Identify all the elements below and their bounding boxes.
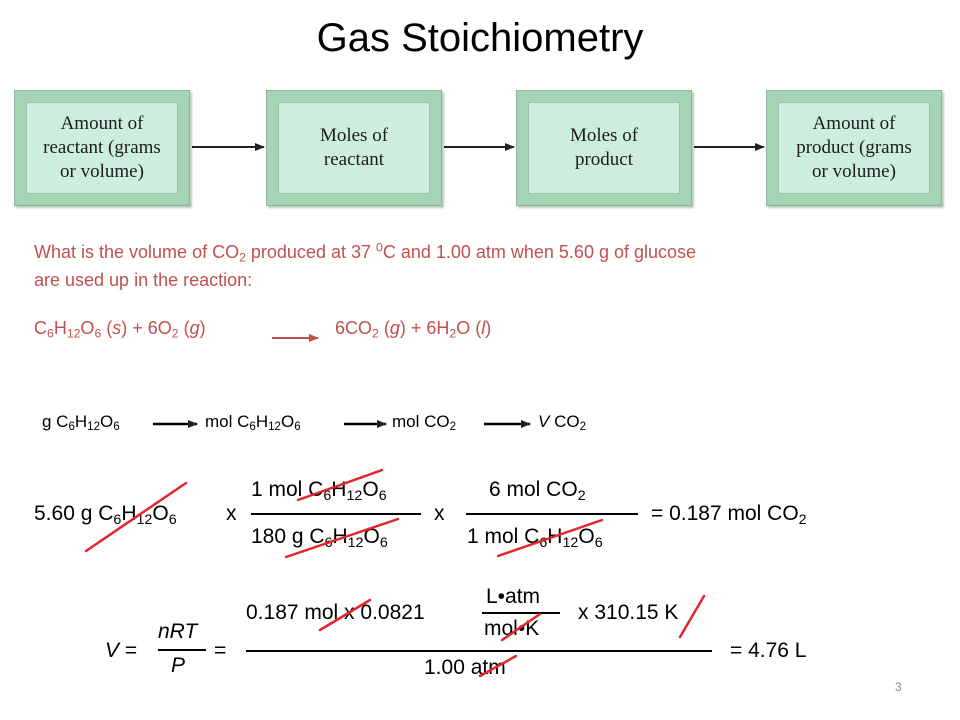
reaction-reactants: C6H12O6 (s) + 6O2 (g) — [34, 318, 206, 341]
gas-unit-numerator: L•atm — [486, 585, 541, 608]
flow-box-amount-product: Amount of product (grams or volume) — [766, 90, 942, 206]
flow-box-amount-reactant: Amount of reactant (grams or volume) — [14, 90, 190, 206]
flow-box-label: Amount of reactant (grams or volume) — [43, 113, 161, 182]
flow-box-label: Moles of reactant — [319, 125, 389, 170]
fraction-2-numerator: 6 mol CO2 — [489, 478, 586, 504]
flow-box-label: Moles of product — [569, 125, 639, 170]
multiply-sign-1: x — [226, 502, 237, 525]
conversion-start: 5.60 g C6H12O6 — [34, 502, 177, 528]
fraction-2-denominator: 1 mol C6H12O6 — [467, 525, 603, 551]
question-line-1: What is the volume of CO2 produced at 37… — [34, 240, 697, 265]
question-line-2: are used up in the reaction: — [34, 270, 253, 290]
gas-numerator-left: 0.187 mol x 0.0821 — [246, 601, 425, 624]
path-step-mol-glucose: mol C6H12O6 — [205, 412, 301, 434]
fraction-1-numerator: 1 mol C6H12O6 — [251, 478, 387, 504]
flow-box-label: Amount of product (grams or volume) — [796, 113, 912, 182]
strike-k — [678, 594, 706, 639]
slide-title: Gas Stoichiometry — [316, 16, 644, 60]
multiply-sign-2: x — [434, 502, 445, 525]
gas-denominator: 1.00 atm — [424, 656, 506, 679]
conversion-result: = 0.187 mol CO2 — [651, 502, 807, 528]
ideal-gas-p: P — [171, 654, 186, 677]
gas-numerator-right: x 310.15 K — [578, 601, 679, 624]
gas-unit-bar — [482, 612, 560, 614]
ideal-gas-bar — [158, 649, 206, 651]
fraction-1-denominator: 180 g C6H12O6 — [251, 525, 388, 551]
path-step-mol-co2: mol CO2 — [392, 412, 457, 434]
fraction-1-bar — [251, 513, 421, 515]
fraction-2-bar — [466, 513, 638, 515]
flow-box-moles-product: Moles of product — [516, 90, 692, 206]
path-step-volume-co2: V CO2 — [538, 412, 586, 434]
gas-main-bar — [246, 650, 712, 652]
flow-box-moles-reactant: Moles of reactant — [266, 90, 442, 206]
gas-unit-denominator: mol•K — [484, 617, 540, 640]
ideal-gas-v-equals: V = — [105, 639, 138, 662]
ideal-gas-equals: = — [214, 639, 227, 662]
reaction-products: 6CO2 (g) + 6H2O (l) — [335, 318, 492, 341]
gas-result: = 4.76 L — [730, 639, 807, 662]
path-step-grams-glucose: g C6H12O6 — [42, 412, 120, 434]
ideal-gas-nrt: nRT — [158, 620, 198, 643]
page-number: 3 — [895, 680, 902, 694]
